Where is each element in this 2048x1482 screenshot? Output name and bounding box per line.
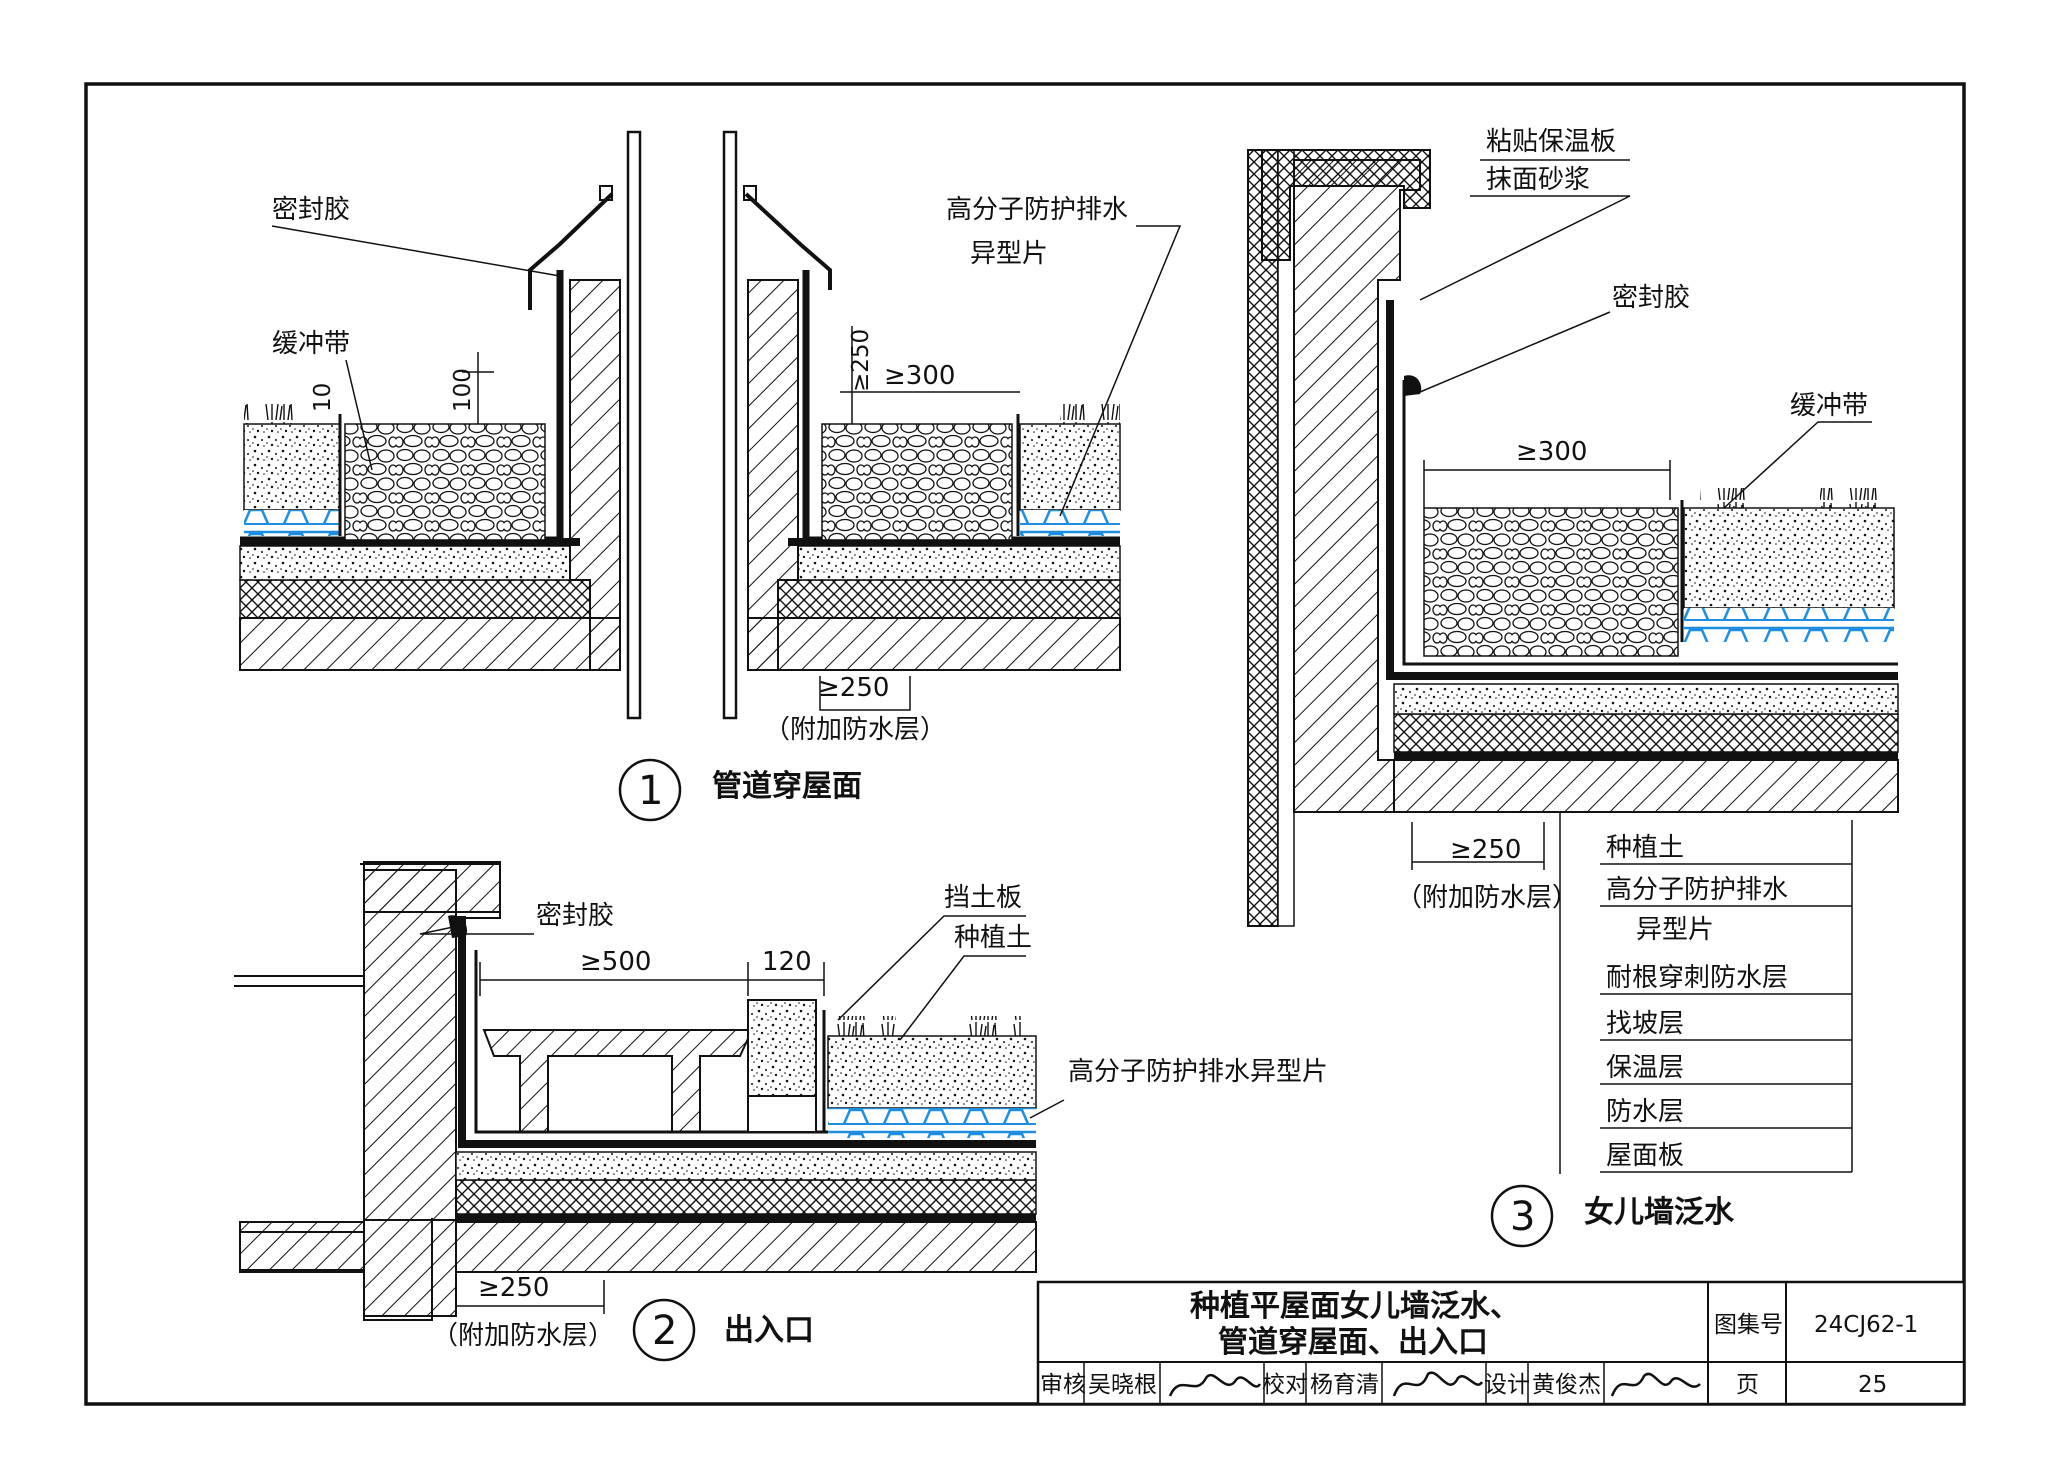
d3-buffer-strip-label: 缓冲带 (1790, 391, 1868, 421)
page-label: 页 (1736, 1372, 1759, 1398)
d1-drain-sheet-label-2: 异型片 (970, 239, 1048, 269)
d3-title: 女儿墙泛水 (1584, 1195, 1735, 1230)
d1-dim-300: ≥300 (884, 361, 955, 391)
reviewer-signature (1168, 1374, 1262, 1397)
d2-dim-120: 120 (762, 947, 812, 977)
reviewer-name: 吴晓根 (1088, 1372, 1157, 1398)
detail-2-entrance (234, 861, 1065, 1321)
d1-number: 1 (638, 768, 663, 814)
d1-extra-layer: （附加防水层） (764, 715, 946, 745)
checker-signature (1392, 1371, 1484, 1397)
atlas-no-label: 图集号 (1714, 1312, 1783, 1338)
d1-drain-sheet-label-1: 高分子防护排水 (946, 195, 1128, 225)
d1-title: 管道穿屋面 (712, 769, 862, 804)
detail-1-pipe-through-roof (239, 130, 1182, 720)
d2-dim-500: ≥500 (580, 947, 651, 977)
check-label: 校对 (1262, 1372, 1308, 1398)
d3-sealant-label: 密封胶 (1612, 283, 1690, 313)
d1-buffer-strip-label: 缓冲带 (272, 329, 350, 359)
designer-signature (1610, 1372, 1701, 1397)
d3-layer-6: 保温层 (1606, 1053, 1684, 1083)
page-number: 25 (1858, 1372, 1887, 1398)
d3-layer-2: 高分子防护排水 (1606, 875, 1788, 905)
d2-number: 2 (652, 1308, 677, 1354)
d1-dim-250: ≥250 (818, 673, 889, 703)
d1-dim-250-vertical: ≥250 (848, 329, 874, 392)
sheet-frame (84, 82, 1966, 1406)
d2-drain-sheet-label: 高分子防护排水异型片 (1068, 1057, 1328, 1087)
atlas-no: 24CJ62-1 (1814, 1312, 1918, 1338)
d3-layer-4: 耐根穿刺防水层 (1606, 963, 1788, 993)
d3-layer-1: 种植土 (1606, 833, 1684, 863)
d3-dim-300: ≥300 (1516, 437, 1587, 467)
d1-dim-100: 100 (450, 368, 476, 412)
d3-dim-250: ≥250 (1450, 835, 1521, 865)
d2-extra-layer: （附加防水层） (432, 1321, 614, 1351)
d2-sealant-label: 密封胶 (536, 901, 614, 931)
title-block (1036, 1280, 1966, 1406)
d3-layer-7: 防水层 (1606, 1097, 1684, 1127)
d1-sealant-label: 密封胶 (272, 195, 350, 225)
d3-layer-3: 异型片 (1636, 915, 1714, 945)
designer-name: 黄俊杰 (1532, 1372, 1601, 1398)
detail-3-parapet-flashing (1247, 149, 1899, 1174)
d2-number-circle (632, 1298, 696, 1362)
d2-title: 出入口 (724, 1313, 814, 1348)
d3-insulation-board-label: 粘贴保温板 (1486, 127, 1616, 157)
d3-layer-8: 屋面板 (1606, 1141, 1684, 1171)
title-line-2: 管道穿屋面、出入口 (1218, 1325, 1488, 1360)
d2-dim-250: ≥250 (478, 1273, 549, 1303)
d3-layer-5: 找坡层 (1606, 1009, 1684, 1039)
d3-plaster-mortar-label: 抹面砂浆 (1486, 165, 1590, 195)
d1-dim-10: 10 (310, 383, 336, 412)
checker-name: 杨育清 (1310, 1372, 1379, 1398)
design-label: 设计 (1484, 1372, 1530, 1398)
review-label: 审核 (1040, 1372, 1086, 1398)
d3-number-circle (1490, 1184, 1554, 1248)
d1-number-circle (618, 758, 682, 822)
d2-planting-soil-label: 种植土 (954, 923, 1032, 953)
d3-extra-layer: （附加防水层） (1396, 883, 1578, 913)
d3-number: 3 (1510, 1194, 1535, 1240)
d2-retaining-board-label: 挡土板 (944, 883, 1022, 913)
title-line-1: 种植平屋面女儿墙泛水、 (1190, 1289, 1520, 1324)
